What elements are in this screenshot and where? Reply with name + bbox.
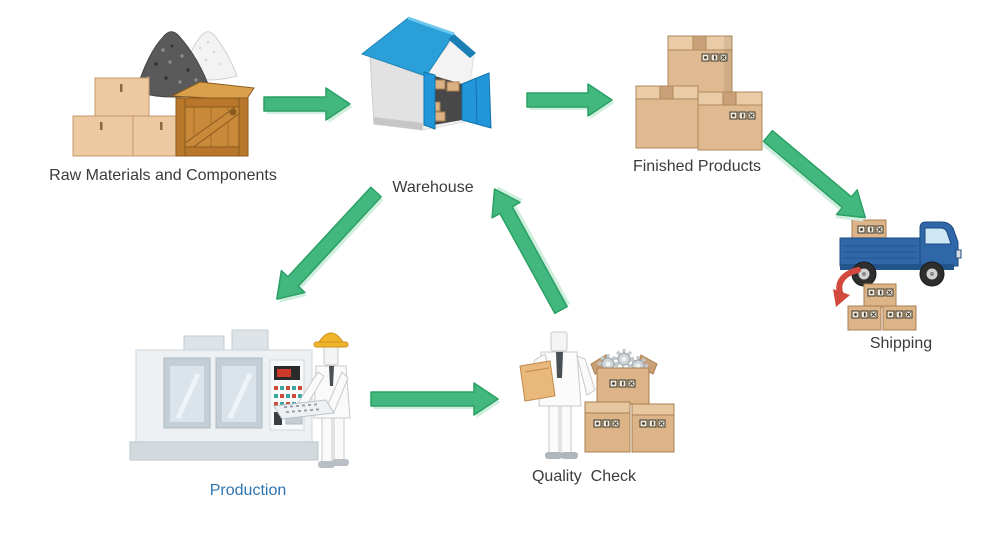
warehouse-door-panel-line — [475, 78, 478, 125]
sealed-boxes-icon — [584, 401, 675, 453]
finished-products-icon — [635, 35, 763, 151]
warehouse-label: Warehouse — [392, 179, 474, 196]
node-quality-check — [505, 328, 677, 473]
quality-check-icon — [519, 331, 675, 459]
arrow-production-to-quality — [370, 381, 501, 418]
stacked-boxes-icon — [635, 35, 763, 151]
production-machine-icon — [129, 329, 351, 468]
quality-check-label: Quality Check — [531, 468, 637, 485]
worker-icon — [273, 332, 351, 468]
shipping-label: Shipping — [869, 335, 933, 352]
production-label: Production — [209, 482, 287, 499]
raw-materials-icon — [72, 31, 255, 157]
shipping-truck-icon — [833, 219, 962, 331]
warehouse-roof-edge — [448, 34, 476, 58]
keyboard-icon — [273, 399, 335, 420]
warehouse-ridge-cap — [407, 16, 455, 36]
warehouse-wall-base — [374, 117, 423, 130]
node-raw-materials — [48, 22, 278, 172]
hard-hat-icon — [313, 332, 349, 348]
arrow-raw-to-warehouse — [263, 86, 353, 123]
node-production — [128, 322, 360, 477]
arrow-warehouse-to-production — [262, 180, 390, 314]
unloaded-boxes-icon — [847, 283, 917, 331]
node-finished-products — [628, 28, 768, 163]
open-parts-box-icon — [590, 349, 658, 405]
cnc-machine-icon — [129, 329, 319, 461]
arrow-finished-to-shipping — [756, 122, 879, 233]
warehouse-icon — [360, 16, 492, 131]
arrow-warehouse-to-finished — [526, 82, 615, 119]
arrow-quality-to-warehouse — [478, 179, 577, 319]
cardboard-boxes-icon — [72, 77, 186, 157]
wooden-crate-icon — [170, 81, 255, 157]
raw-materials-label: Raw Materials and Components — [49, 167, 277, 184]
inspector-icon — [519, 331, 596, 459]
finished-products-label: Finished Products — [632, 158, 762, 175]
unload-arrow-icon — [833, 267, 861, 307]
clipboard-icon — [519, 360, 556, 402]
node-warehouse — [350, 12, 510, 189]
node-shipping — [828, 208, 970, 341]
warehouse-door-left — [423, 71, 436, 130]
